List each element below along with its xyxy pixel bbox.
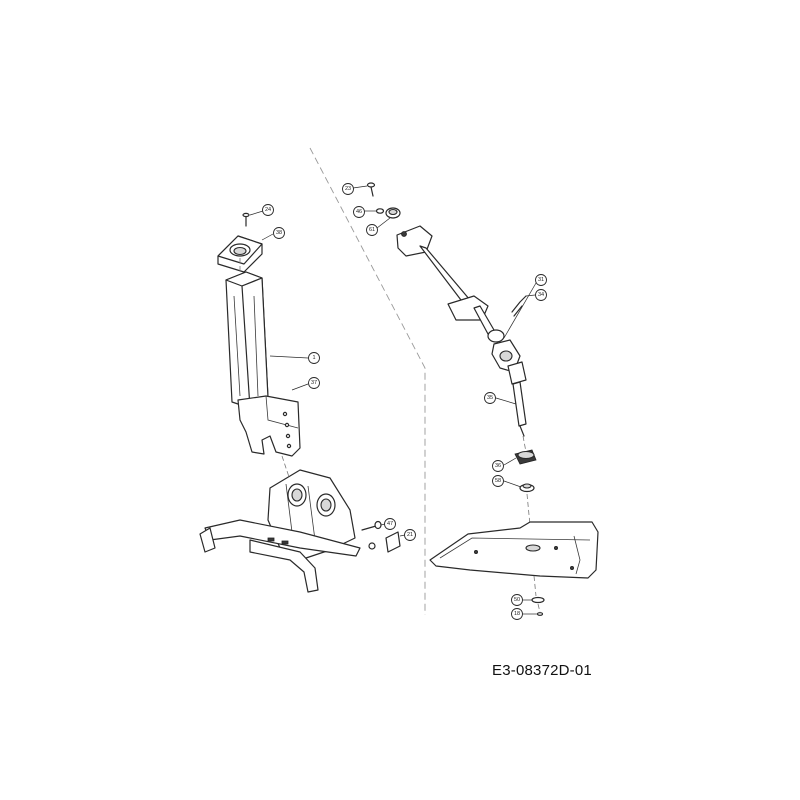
drawing-number: E3-08372D-01	[492, 662, 592, 679]
bushing-50	[531, 596, 545, 604]
svg-text:1: 1	[312, 355, 315, 361]
callout-21: 21	[399, 529, 416, 541]
bushing-61	[385, 207, 401, 219]
spring-pin-34	[511, 295, 527, 317]
svg-text:47: 47	[387, 521, 393, 527]
svg-text:36: 36	[495, 463, 501, 469]
lower-shaft-35	[512, 381, 527, 453]
steering-shaft-assembly	[366, 182, 599, 616]
svg-text:61: 61	[369, 227, 375, 233]
screw-24	[242, 212, 250, 227]
svg-text:50: 50	[514, 597, 520, 603]
column-cap-38	[217, 235, 263, 278]
washer-46	[375, 208, 385, 214]
nut-21	[368, 531, 401, 553]
bolt-23	[366, 182, 376, 197]
chassis-pedestal	[199, 469, 361, 593]
svg-text:23: 23	[345, 186, 351, 192]
callout-61: 61	[366, 217, 391, 236]
universal-joint-31	[487, 329, 527, 385]
svg-text:21: 21	[407, 532, 413, 538]
svg-text:58: 58	[495, 478, 501, 484]
callout-1: 1	[269, 352, 320, 364]
callout-31: 31	[503, 274, 547, 339]
svg-text:24: 24	[265, 207, 271, 213]
callout-38: 38	[261, 227, 285, 241]
callout-58: 58	[492, 475, 522, 488]
svg-text:46: 46	[356, 209, 362, 215]
svg-text:31: 31	[538, 277, 544, 283]
callout-37: 37	[291, 377, 320, 391]
svg-text:18: 18	[514, 611, 520, 617]
column-bracket-37	[237, 395, 301, 481]
callout-35: 35	[484, 392, 517, 405]
svg-text:34: 34	[538, 292, 544, 298]
callouts: 24 38 1 37 47 21 23	[249, 183, 547, 620]
callout-47: 47	[380, 518, 396, 530]
callout-23: 23	[342, 183, 368, 195]
callout-18: 18	[511, 608, 537, 620]
svg-text:37: 37	[311, 380, 317, 386]
section-divider	[309, 147, 426, 615]
callout-36: 36	[492, 457, 517, 472]
callout-50: 50	[511, 594, 532, 606]
mounting-plate	[429, 521, 599, 597]
column-tube-1	[225, 271, 269, 409]
callout-24: 24	[249, 204, 274, 216]
svg-text:38: 38	[276, 230, 282, 236]
upper-steering-shaft	[396, 225, 495, 335]
svg-text:35: 35	[487, 395, 493, 401]
callout-46: 46	[353, 206, 376, 218]
steering-column-assembly	[199, 212, 401, 593]
bolt-47	[361, 520, 382, 531]
nut-36	[514, 449, 537, 465]
bushing-58	[519, 483, 535, 547]
washer-18	[536, 603, 544, 616]
callout-34: 34	[525, 289, 547, 301]
